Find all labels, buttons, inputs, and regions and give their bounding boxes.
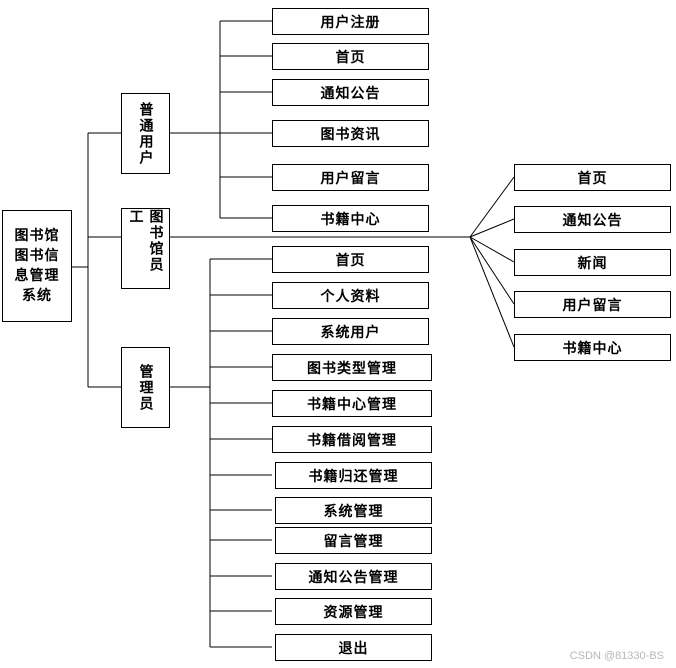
role-admin-node: 管理员: [121, 347, 170, 428]
root-line-2: 图书信: [14, 248, 60, 264]
admin-item-profile: 个人资料: [272, 282, 429, 309]
staff-item-books: 书籍中心: [514, 334, 671, 361]
admin-item-notice: 通知公告管理: [275, 563, 432, 590]
root-line-1: 图书馆: [14, 228, 60, 244]
staff-item-notice: 通知公告: [514, 206, 671, 233]
admin-item-return: 书籍归还管理: [275, 462, 432, 489]
admin-item-borrow: 书籍借阅管理: [272, 426, 432, 453]
admin-item-messages: 留言管理: [275, 527, 432, 554]
user-item-register: 用户注册: [272, 8, 429, 35]
root-line-3: 息管理: [14, 268, 60, 284]
admin-item-home: 首页: [272, 246, 429, 273]
admin-item-bookcenter: 书籍中心管理: [272, 390, 432, 417]
admin-item-system: 系统管理: [275, 497, 432, 524]
staff-item-home: 首页: [514, 164, 671, 191]
admin-item-sysusers: 系统用户: [272, 318, 429, 345]
admin-item-exit: 退出: [275, 634, 432, 661]
admin-item-resources: 资源管理: [275, 598, 432, 625]
user-item-news: 图书资讯: [272, 120, 429, 147]
staff-item-message: 用户留言: [514, 291, 671, 318]
root-line-4: 系统: [22, 288, 52, 304]
root-node: 图书馆 图书信 息管理 系统: [2, 210, 72, 322]
user-item-books: 书籍中心: [272, 205, 429, 232]
role-staff-node: 图书馆员工: [121, 208, 170, 289]
admin-item-booktype: 图书类型管理: [272, 354, 432, 381]
watermark: CSDN @81330-BS: [569, 650, 664, 662]
staff-item-news: 新闻: [514, 249, 671, 276]
user-item-message: 用户留言: [272, 164, 429, 191]
role-user-node: 普通用户: [121, 93, 170, 174]
user-item-home: 首页: [272, 43, 429, 70]
user-item-notice: 通知公告: [272, 79, 429, 106]
